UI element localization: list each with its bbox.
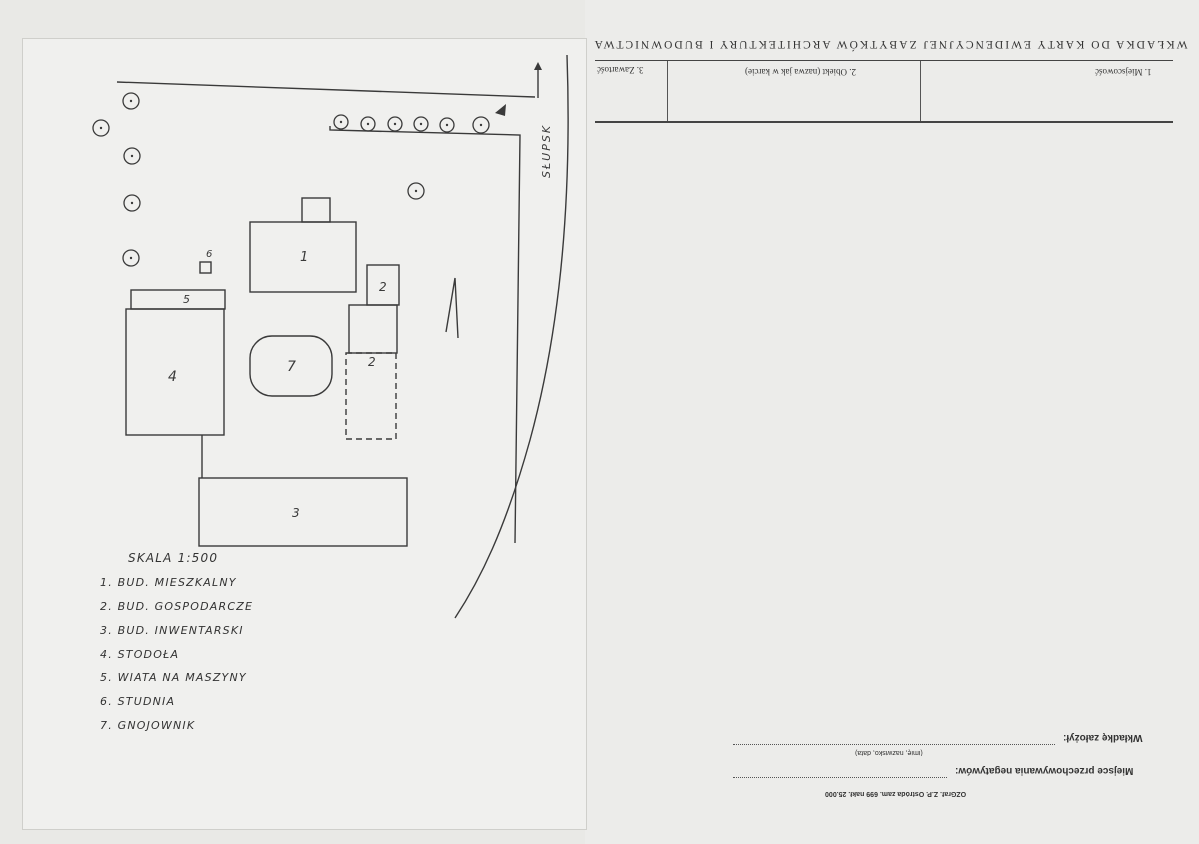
road-curve xyxy=(454,54,569,619)
legend-item: 4. STODOŁA xyxy=(100,648,180,661)
tree-icon xyxy=(333,114,349,130)
legend-item: 7. GNOJOWNIK xyxy=(100,719,196,732)
tree-icon xyxy=(122,249,140,267)
building-2b-outline xyxy=(348,304,398,354)
building-6-outline xyxy=(199,261,212,274)
form-header-table: 3. Zawartość 2. Obiekt (nazwa jak w karc… xyxy=(595,60,1173,123)
building-5-outline xyxy=(130,289,226,310)
legend-item: 6. STUDNIA xyxy=(100,695,176,708)
road-direction-arrowhead xyxy=(534,62,542,70)
compiled-by-line xyxy=(733,744,1055,745)
tree-icon xyxy=(387,116,403,132)
building-4-number: 4 xyxy=(168,369,177,385)
building-2-dashed xyxy=(345,352,397,440)
tree-icon xyxy=(472,116,490,134)
building-3-number: 3 xyxy=(292,506,300,520)
tree-icon xyxy=(360,116,376,132)
legend-item: 3. BUD. INWENTARSKI xyxy=(100,624,244,637)
legend-item: 2. BUD. GOSPODARCZE xyxy=(100,600,254,613)
building-7-outline xyxy=(249,335,333,397)
north-arrow xyxy=(445,277,459,339)
tree-icon xyxy=(413,116,429,132)
form-page: WKŁADKA DO KARTY EWIDENCYJNEJ ZABYTKÓW A… xyxy=(585,0,1199,844)
site-plan-page xyxy=(22,38,587,830)
building-1-annex xyxy=(301,197,331,223)
negatives-location-line xyxy=(733,777,947,778)
tree-icon xyxy=(123,194,141,212)
road-label: SŁUPSK xyxy=(540,124,553,178)
tree-icon xyxy=(122,92,140,110)
building-5-number: 5 xyxy=(183,293,190,306)
building-7-number: 7 xyxy=(287,359,296,375)
scale-label: SKALA 1:500 xyxy=(128,551,219,565)
building-1-number: 1 xyxy=(300,250,308,265)
corner-marker xyxy=(495,104,506,116)
plot-boundary xyxy=(329,126,521,544)
tree-icon xyxy=(123,147,141,165)
building-3-outline xyxy=(198,477,408,547)
tree-icon xyxy=(407,182,425,200)
building-2b-number: 2 xyxy=(368,355,376,369)
building-2-number: 2 xyxy=(379,280,387,294)
legend-item: 1. BUD. MIESZKALNY xyxy=(100,576,237,589)
legend-item: 5. WIATA NA MASZYNY xyxy=(100,671,247,684)
road-top-line xyxy=(116,81,536,98)
tree-icon xyxy=(92,119,110,137)
building-6-number: 6 xyxy=(206,249,212,260)
tree-icon xyxy=(439,117,455,133)
